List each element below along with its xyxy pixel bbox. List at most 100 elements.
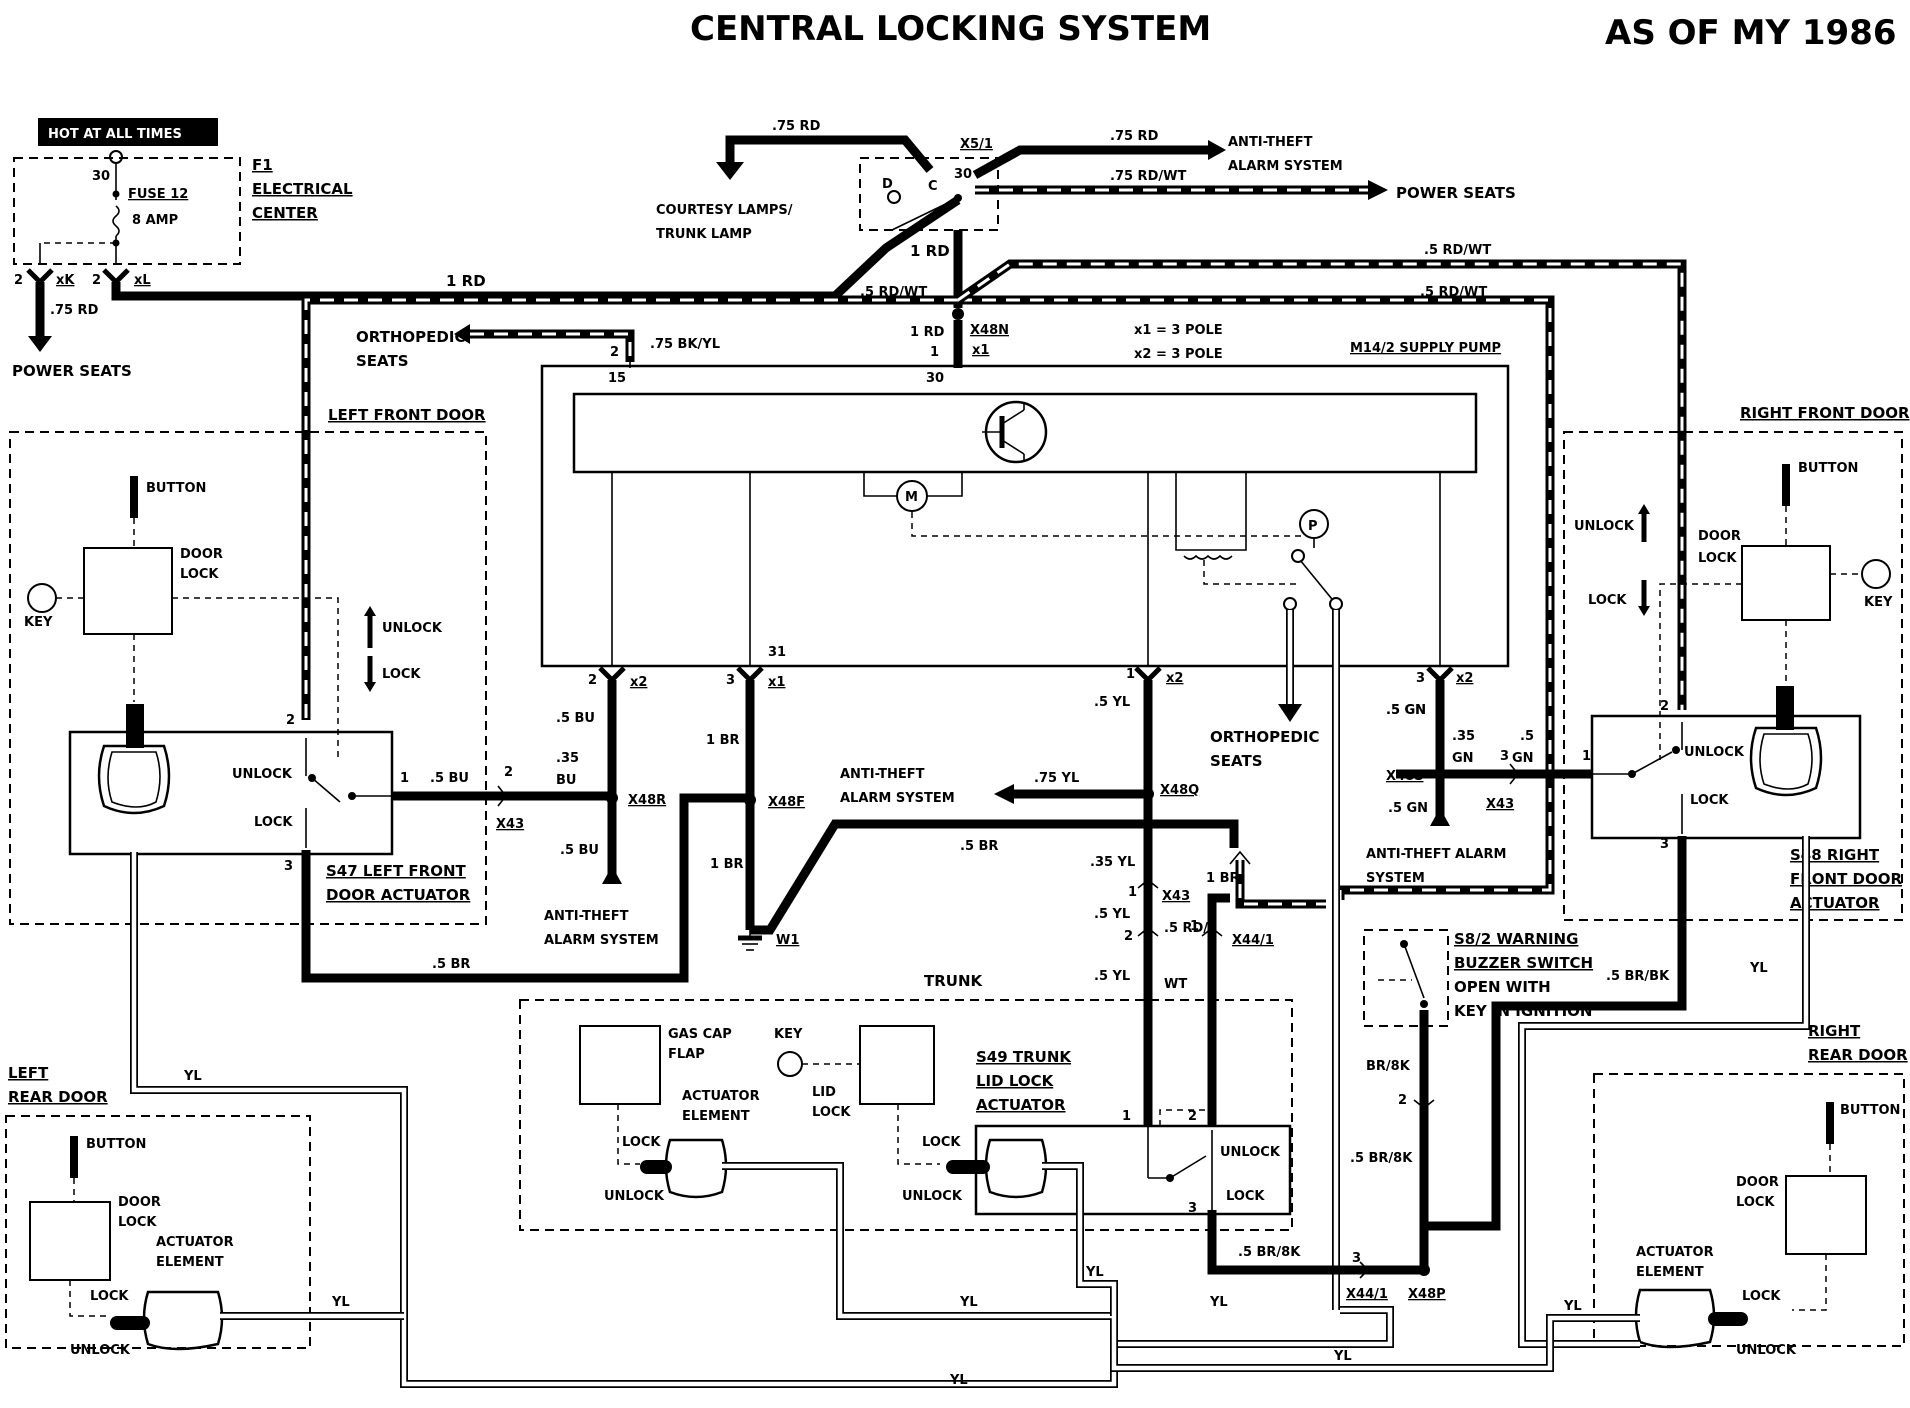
x441-pin1: 1 [1190,919,1199,934]
wire-wt-label: WT [1164,977,1187,992]
wire-antitheft-top [972,145,1210,179]
gn-x43-label: X43 [1486,797,1514,812]
bottom-yl-b: YL [1209,1295,1228,1310]
wire-35yl-label: .35 YL [1090,855,1135,870]
wire-35-label: .35 [556,751,579,766]
x48f-node [744,794,756,806]
s49-line3: ACTUATOR [976,1096,1066,1114]
ortho-top-line2: SEATS [356,352,409,370]
connector-x2a-icon [598,666,626,684]
connector-x2c-icon [1426,666,1454,684]
center-1br-label: 1 BR [1206,871,1240,886]
gas-cap-actuator-icon [664,1138,728,1199]
center-antitheft-line2: ALARM SYSTEM [544,933,659,948]
arrow-down-icon [28,336,52,352]
right-key-label: KEY [1864,595,1893,610]
s48-line1: S48 RIGHT [1790,846,1880,864]
wire-rdwt-right-overlay [958,298,1552,900]
pump-pin1: 1 [930,345,939,360]
left-key-label: KEY [24,615,53,630]
motor-icon [896,480,928,512]
bottom-yl-e: YL [1085,1265,1104,1280]
left-rear-unlock-a: UNLOCK [70,1343,131,1358]
center-wire-1br-label: 1 BR [710,857,744,872]
left-rear-door-lock-box [29,1201,111,1281]
x48q-label: X48Q [1160,783,1199,798]
right-lock-arrowhead [1638,606,1650,616]
pump-bottom-pin3b: 3 [1416,671,1425,686]
arrow-ortho-down-icon [1278,704,1302,722]
connector-x1-icon [736,666,764,684]
right-rear-line1: RIGHT [1808,1022,1861,1040]
left-unlock-arrowhead [364,606,376,616]
fuse-rating: 8 AMP [132,213,178,228]
connector-x43-gn-icon [1509,763,1520,785]
left-rear-button-icon [70,1136,78,1178]
x48q-node [1142,788,1154,800]
wire-75yl-label: .75 YL [1034,771,1079,786]
gas-cap-line1: GAS CAP [668,1027,732,1042]
right-front-door-outline [1563,431,1903,921]
wire-rdwt-top-overlay [957,262,1684,710]
pump-pin15: 15 [608,371,626,386]
s47-lock-label: LOCK [254,815,293,830]
right-rear-lock-a: LOCK [1742,1289,1781,1304]
right-lock-label: LOCK [1698,551,1737,566]
left-door-lock-box [83,547,173,635]
wire-rdwt-right-loop [958,295,1555,900]
fuse-node [112,190,120,198]
right-rear-unlock-a: UNLOCK [1736,1343,1797,1358]
courtesy-line1: COURTESY LAMPS/ [656,203,793,218]
s47-actuator-icon [97,744,171,815]
pin-2-xk: 2 [14,273,23,288]
right-unlock-arrow-label: UNLOCK [1574,519,1635,534]
wire-rdwt-a-label: .5 RD/WT [860,285,927,300]
s47-wire-5br-label: .5 BR [432,957,470,972]
right-rear-yl-label: YL [1563,1299,1582,1314]
pump-bottom-pin31: 31 [768,645,786,660]
connector-x43-yl-icon [1137,878,1159,889]
right-rear-line2: REAR DOOR [1808,1046,1908,1064]
trunk-key-label: KEY [774,1027,803,1042]
wire-5yl-b-label: .5 YL [1094,969,1130,984]
s49-unlock-label: UNLOCK [1220,1145,1281,1160]
trunk-act-line2: ELEMENT [682,1109,750,1124]
trunk-outline [519,999,1293,1231]
left-front-door-title: LEFT FRONT DOOR [328,406,486,424]
wire-s47-br [301,793,750,983]
arrow-antitheft-icon [1208,140,1226,160]
left-rear-act-line1: ACTUATOR [156,1235,234,1250]
buzzer-5brbk-label: .5 BR/BK [1606,969,1670,984]
bottom-yl-d: YL [949,1373,968,1388]
left-lock-label: LOCK [180,567,219,582]
left-button-label: BUTTON [146,481,206,496]
wire-5yl-label: .5 YL [1094,695,1130,710]
connector-buzzer-icon [1413,1099,1435,1110]
s48-contact-b [1672,746,1680,754]
x43-pin2: 2 [504,765,513,780]
left-rear-yl2-label: YL [183,1069,202,1084]
buzzer-x441-label: X44/1 [1346,1287,1388,1302]
pressure-contact-c [1329,597,1343,611]
right-rear-door-lock-box [1785,1175,1867,1255]
arrow-antitheft-bu-icon [602,866,622,884]
page-title: CENTRAL LOCKING SYSTEM [690,9,1211,49]
right-key-icon [1861,559,1891,589]
buzzer-line2: BUZZER SWITCH [1454,954,1593,972]
wire-trunk-br8k [1207,1210,1424,1275]
left-key-icon [27,583,57,613]
gn-gn2-label: GN [1512,751,1534,766]
right-rear-button-label: BUTTON [1840,1103,1900,1118]
right-rear-rod [1708,1312,1748,1326]
pump-bottom-x2a: x2 [630,675,647,690]
pressure-contact-b [1283,597,1297,611]
trunk-lid-label: LID [812,1085,836,1100]
ortho-mid-line1: ORTHOPEDIC [1210,728,1319,746]
left-front-door-outline [9,431,487,925]
left-button-icon [130,476,138,518]
gn-wire-b-label: .5 GN [1388,801,1428,816]
s48-actuator-box [1590,714,1862,840]
left-rear-lock-a: LOCK [90,1289,129,1304]
left-rear-rod [110,1316,150,1330]
pump-1rd-label: 1 RD [910,325,945,340]
